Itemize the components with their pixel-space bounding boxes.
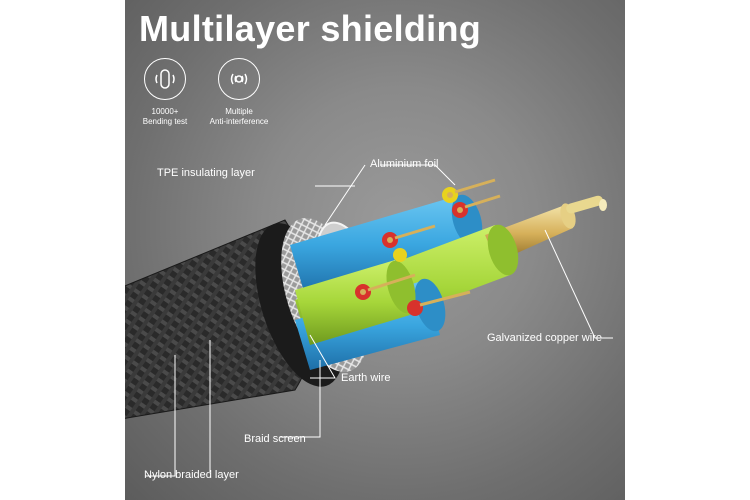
feature-bending-test: 10000+ Bending test [125, 58, 220, 127]
label-tpe-insulating-layer: TPE insulating layer [157, 167, 255, 179]
bend-test-icon [144, 58, 186, 100]
feature-line2: Anti-interference [209, 117, 269, 126]
blue-core-upper [290, 195, 475, 295]
anti-interference-icon [218, 58, 260, 100]
label-braid-screen: Braid screen [244, 433, 306, 445]
feature-anti-interference: Multiple Anti-interference [184, 58, 294, 127]
label-aluminium-foil: Aluminium foil [370, 158, 439, 170]
label-galvanized-copper-wire: Galvanized copper wire [487, 332, 602, 344]
green-core-lower [295, 260, 410, 345]
label-earth-wire: Earth wire [341, 372, 391, 384]
page-title: Multilayer shielding [139, 8, 482, 49]
insulated-wires [355, 178, 501, 316]
feature-line2: Bending test [142, 117, 188, 126]
product-image-panel: Multilayer shielding 10000+ Bending test… [125, 0, 625, 500]
label-nylon-braided-layer: Nylon braided layer [144, 469, 239, 481]
cable-illustration [125, 164, 613, 477]
feature-line1: 10000+ [151, 107, 179, 116]
feature-line1: Multiple [225, 107, 253, 116]
leader-lines [145, 164, 613, 477]
